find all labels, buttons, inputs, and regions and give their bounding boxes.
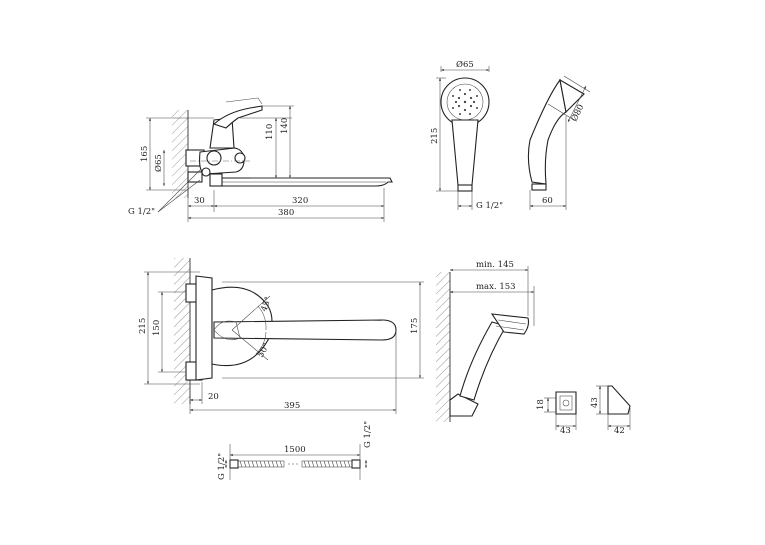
shower-hose: 1500 G 1/2" G 1/2" — [217, 421, 373, 480]
wall-holder-side: 43 42 — [590, 385, 631, 436]
dim-175: 175 — [410, 318, 420, 334]
shower-on-holder: min. 145 max. 153 — [436, 260, 535, 422]
dim-43-height: 43 — [590, 397, 600, 408]
spout-top — [213, 319, 397, 341]
dim-150: 150 — [152, 320, 162, 336]
wall-hatch-2 — [174, 258, 190, 404]
shower-head-front: Ø65 215 G 1/2" — [430, 59, 503, 211]
mixer-side-view: 165 Ø65 110 140 30 320 380 G 1/2" — [128, 97, 393, 222]
shower-handle-inclined — [459, 321, 507, 401]
spray-nozzles — [452, 89, 478, 115]
dim-215-top: 215 — [138, 318, 148, 334]
dim-110: 110 — [265, 124, 275, 140]
thread-head: G 1/2" — [476, 201, 503, 211]
hose-coil-right — [301, 460, 353, 468]
dim-20: 20 — [208, 392, 219, 402]
thread-mixer: G 1/2" — [128, 207, 155, 217]
dim-d65-head: Ø65 — [456, 59, 474, 70]
wall-hatch — [172, 110, 188, 198]
dim-43-width: 43 — [560, 426, 571, 436]
dim-215-head: 215 — [430, 128, 440, 144]
shower-head-side: Ø80 60 — [527, 75, 591, 210]
dim-140: 140 — [280, 118, 290, 134]
dim-30: 30 — [194, 196, 205, 206]
mixer-top-view: 45° 50° 215 150 175 20 395 — [138, 258, 424, 414]
wall-holder-front: 18 43 — [536, 391, 577, 436]
thread-hose-right: G 1/2" — [363, 421, 373, 448]
dim-380: 380 — [278, 208, 294, 218]
dim-max-153: max. 153 — [476, 282, 516, 292]
wall-hatch-3 — [436, 272, 450, 422]
thread-hose-left: G 1/2" — [217, 453, 227, 480]
dim-395: 395 — [284, 401, 300, 411]
angle-45: 45° — [259, 295, 274, 313]
dim-18: 18 — [536, 399, 546, 410]
dim-min-145: min. 145 — [476, 260, 514, 270]
dim-320: 320 — [292, 196, 308, 206]
mixer-housing-top — [195, 275, 213, 381]
mixer-lever — [212, 105, 263, 129]
dim-d65-side: Ø65 — [153, 154, 164, 172]
hose-length: 1500 — [284, 445, 306, 455]
dim-42: 42 — [614, 426, 625, 436]
dim-60: 60 — [542, 196, 553, 206]
hose-coil-left — [237, 460, 285, 468]
dim-165: 165 — [140, 146, 150, 162]
